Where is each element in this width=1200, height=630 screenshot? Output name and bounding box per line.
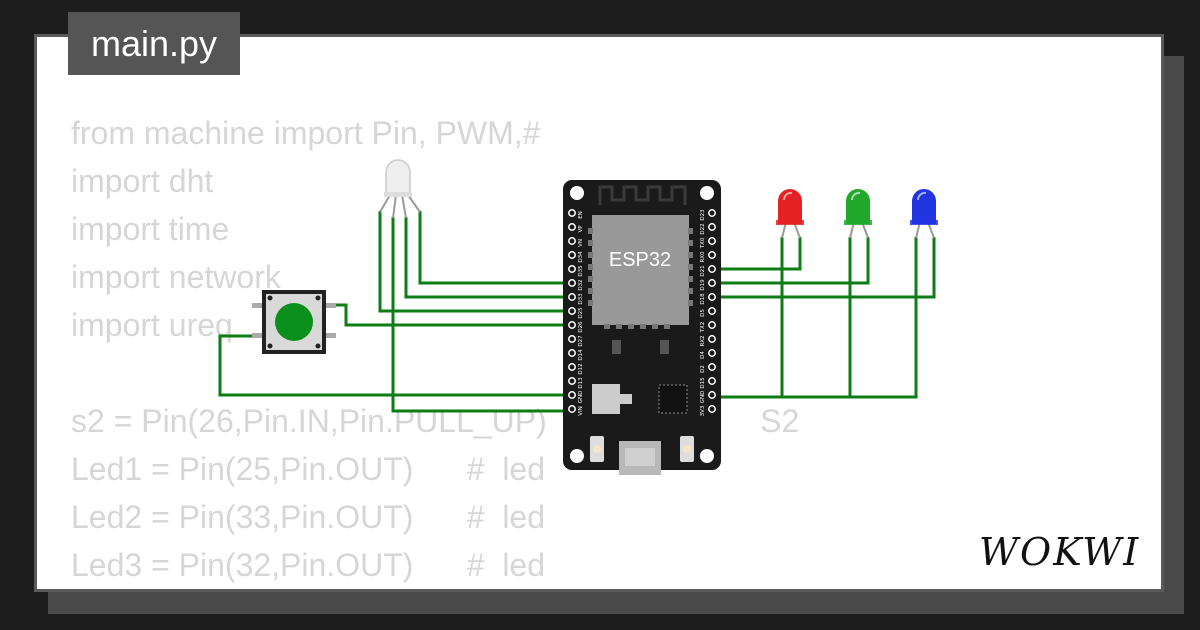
code-line: Led1 = Pin(25,Pin.OUT) # led xyxy=(71,451,546,487)
led-blue[interactable] xyxy=(910,189,938,239)
pin-gnd[interactable] xyxy=(568,391,576,399)
pin-vp[interactable] xyxy=(568,223,576,231)
pin-label: D21 xyxy=(700,265,706,276)
pin-label: RX0 xyxy=(700,251,706,263)
pin-d12[interactable] xyxy=(568,363,576,371)
wire[interactable] xyxy=(418,210,574,285)
pin-d34[interactable] xyxy=(568,251,576,259)
wire[interactable] xyxy=(404,216,574,299)
pin-label: D33 xyxy=(578,293,584,305)
code-line: Led3 = Pin(32,Pin.OUT) # led xyxy=(71,547,546,583)
pin-label: D13 xyxy=(578,377,584,389)
wires xyxy=(218,210,936,413)
pin-d32[interactable] xyxy=(568,279,576,287)
pin-label: D2 xyxy=(700,365,706,373)
code-preview: from machine import Pin, PWM,# import dht… xyxy=(71,109,799,589)
pin-tx2-right[interactable] xyxy=(708,321,716,329)
pin-label: GND xyxy=(700,391,706,404)
pin-column-right: D23D22TX0RX0D21D19D18D5TX2RX2D4D2D15GND3… xyxy=(700,209,716,416)
pin-tx0-right[interactable] xyxy=(708,237,716,245)
pin-label: D25 xyxy=(578,307,584,319)
pin-label: VP xyxy=(578,225,584,233)
pin-rx2-right[interactable] xyxy=(708,335,716,343)
pin-label: EN xyxy=(578,211,584,219)
wire[interactable] xyxy=(378,210,574,313)
pin-label: D27 xyxy=(578,335,584,347)
code-line: import dht xyxy=(71,163,214,199)
wire[interactable] xyxy=(710,236,802,271)
pin-gnd-right[interactable] xyxy=(708,391,716,399)
pin-d19-right[interactable] xyxy=(708,279,716,287)
pin-label: D23 xyxy=(700,209,706,221)
code-line: s2 = Pin(26,Pin.IN,Pin.PULL_UP) S2 xyxy=(71,403,800,439)
pin-d5-right[interactable] xyxy=(708,307,716,315)
pin-label: RX2 xyxy=(700,335,706,346)
rgb-led[interactable] xyxy=(379,159,421,219)
code-line: import network xyxy=(71,259,281,295)
pin-label: D34 xyxy=(578,251,584,263)
svg-text:WOKWI: WOKWI xyxy=(979,530,1140,574)
pin-label: D19 xyxy=(700,279,706,291)
wire[interactable] xyxy=(710,236,870,285)
pin-label: D32 xyxy=(578,279,584,290)
pin-label: D26 xyxy=(578,321,584,333)
pin-label: D15 xyxy=(700,377,706,389)
pin-d33[interactable] xyxy=(568,293,576,301)
pin-rx0-right[interactable] xyxy=(708,251,716,259)
pin-label: D22 xyxy=(700,223,706,234)
pin-label: GND xyxy=(578,391,584,404)
code-line: Led2 = Pin(33,Pin.OUT) # led xyxy=(71,499,546,535)
pin-d18-right[interactable] xyxy=(708,293,716,301)
code-line: from machine import Pin, PWM,# xyxy=(71,115,541,151)
esp32-module xyxy=(592,215,689,325)
wire[interactable] xyxy=(334,303,574,327)
pin-label: VN xyxy=(578,239,584,247)
pin-d25[interactable] xyxy=(568,307,576,315)
pin-label: D4 xyxy=(700,351,706,359)
code-line: import time xyxy=(71,211,230,247)
pin-3v3-right[interactable] xyxy=(708,405,716,413)
pin-d23-right[interactable] xyxy=(708,209,716,217)
pin-en[interactable] xyxy=(568,209,576,217)
pin-label: VIN xyxy=(578,406,584,416)
wire[interactable] xyxy=(218,334,574,397)
pin-label: TX2 xyxy=(700,322,706,334)
pin-label: D18 xyxy=(700,293,706,305)
pin-d14[interactable] xyxy=(568,349,576,357)
pin-d15-right[interactable] xyxy=(708,377,716,385)
pin-d4-right[interactable] xyxy=(708,349,716,357)
pin-d26[interactable] xyxy=(568,321,576,329)
code-line: import ureq xyxy=(71,307,233,343)
pin-vn[interactable] xyxy=(568,237,576,245)
pushbutton[interactable] xyxy=(252,290,336,354)
pin-d21-right[interactable] xyxy=(708,265,716,273)
wire[interactable] xyxy=(710,236,784,399)
pin-d13[interactable] xyxy=(568,377,576,385)
wire[interactable] xyxy=(710,236,936,299)
pin-label: D5 xyxy=(700,309,706,317)
pin-d22-right[interactable] xyxy=(708,223,716,231)
wokwi-logo: WOKWI xyxy=(979,530,1140,574)
wire[interactable] xyxy=(780,236,918,399)
pin-vin[interactable] xyxy=(568,405,576,413)
pin-label: D14 xyxy=(578,349,584,361)
pushbutton-cap[interactable] xyxy=(275,303,313,341)
pin-label: D35 xyxy=(578,265,584,277)
pin-d27[interactable] xyxy=(568,335,576,343)
led-green[interactable] xyxy=(844,189,872,239)
pin-d2-right[interactable] xyxy=(708,363,716,371)
pin-label: 3V3 xyxy=(700,405,706,416)
pin-label: TX0 xyxy=(700,237,706,249)
pin-label: D12 xyxy=(578,363,584,374)
board-label: ESP32 xyxy=(609,249,671,271)
led-red[interactable] xyxy=(776,189,804,239)
pin-d35[interactable] xyxy=(568,265,576,273)
file-tab[interactable]: main.py xyxy=(68,12,240,75)
